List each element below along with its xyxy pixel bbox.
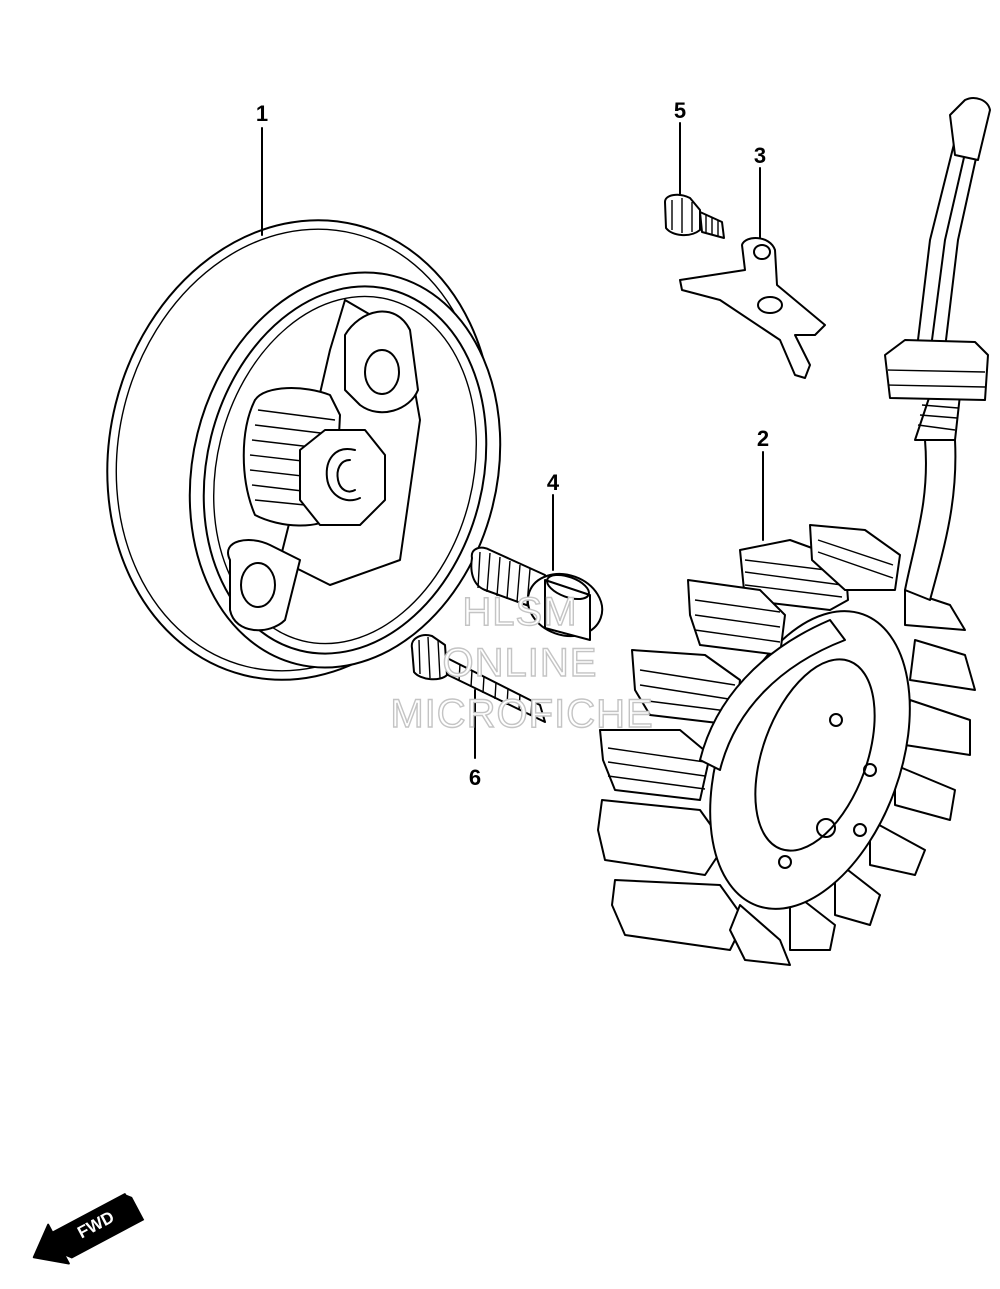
watermark-line-2: ONLINE [443,641,598,685]
screw-part-5[interactable] [664,193,725,239]
fwd-arrow-icon: FWD [32,1193,145,1265]
watermark-line-3: MICROFICHE [390,692,653,736]
callout-5: 5 [674,98,686,123]
screw-part-6[interactable] [410,634,546,723]
callout-1: 1 [256,101,268,126]
stator-part-2[interactable] [597,97,991,966]
watermark: HLSM ONLINE MICROFICHE [390,589,654,736]
clamp-part-3[interactable] [679,237,826,379]
callout-4: 4 [547,470,560,495]
bolt-part-4[interactable] [470,546,611,647]
rotor-part-1[interactable] [60,179,541,721]
callout-6: 6 [469,765,481,790]
watermark-line-1: HLSM [462,590,577,634]
callout-3: 3 [754,143,766,168]
callout-2: 2 [757,426,769,451]
